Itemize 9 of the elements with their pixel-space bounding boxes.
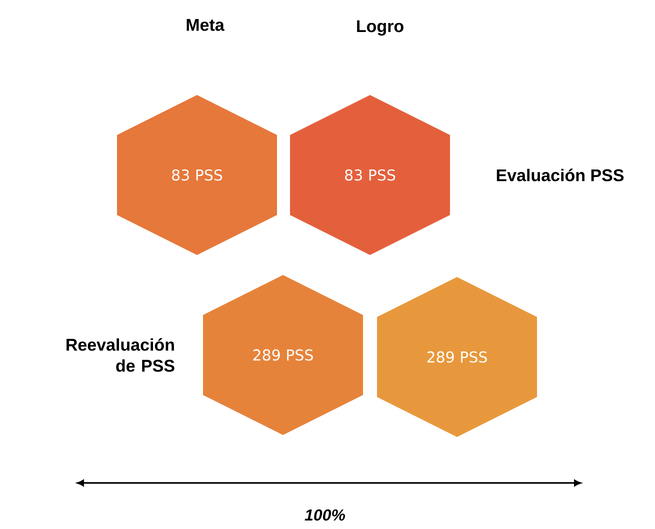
label: Reevaluación de PSS <box>66 338 174 372</box>
hexagon: 289 PSS <box>377 276 537 437</box>
label: Logro <box>357 20 404 36</box>
label: Evaluación PSS <box>496 168 624 182</box>
label: 100% <box>304 509 346 521</box>
hexagon: 289 PSS <box>203 274 363 435</box>
hexagon: 83 PSS <box>117 95 277 255</box>
hexagon: 83 PSS <box>290 95 450 255</box>
label: Meta <box>186 19 224 31</box>
